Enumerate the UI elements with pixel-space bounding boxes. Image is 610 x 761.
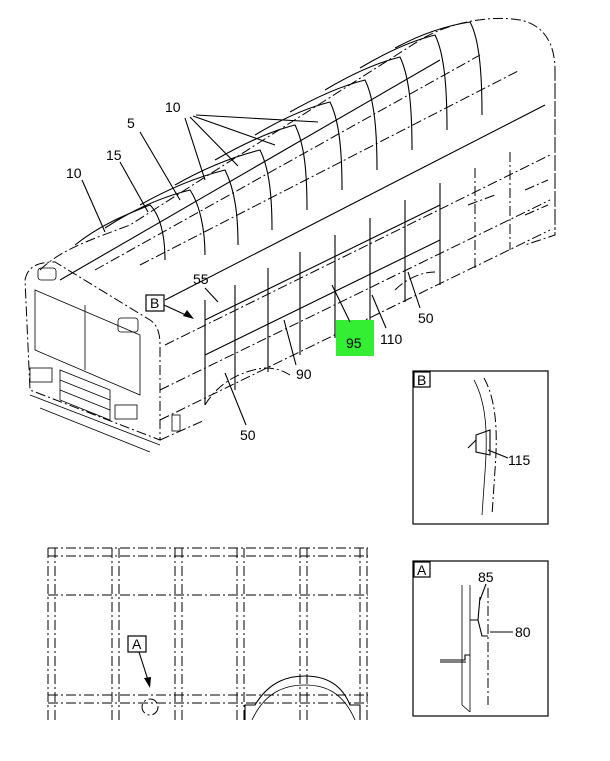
- rear-wheel-well: [394, 271, 436, 291]
- rear-end: [524, 70, 556, 246]
- leader-b: [163, 304, 189, 317]
- view-marker-b-box: [145, 294, 165, 312]
- leader-15: [119, 161, 149, 213]
- detail-a-label: A: [417, 562, 427, 578]
- bus-body-view: 10 15 5 10 55 B 90 50 95 110 5: [24, 17, 556, 453]
- grille-slats: [59, 379, 111, 411]
- rear-panels: [467, 179, 549, 216]
- callout-50-left: 50: [240, 427, 256, 443]
- headlight: [29, 367, 53, 383]
- leader-110: [371, 294, 387, 329]
- roof-bow: [139, 169, 239, 246]
- callout-110: 110: [380, 331, 403, 347]
- side-rail: [159, 199, 551, 391]
- callout-5: 5: [127, 115, 135, 131]
- callout-10-top: 10: [165, 99, 181, 115]
- detail-a-flange: [440, 654, 470, 661]
- callout-50-right: 50: [418, 310, 434, 326]
- roof-bow: [289, 79, 378, 171]
- plan-wheel-arch-inner: [251, 684, 356, 721]
- leader-a: [138, 651, 149, 681]
- callout-80: 80: [515, 624, 531, 640]
- leader-90: [283, 319, 297, 366]
- step-light: [171, 414, 181, 432]
- bumper: [29, 394, 161, 453]
- detail-b-inner-skin: [473, 379, 487, 516]
- leader-95: [331, 284, 351, 323]
- callout-10-left: 10: [66, 165, 82, 181]
- roof-bow: [174, 149, 273, 231]
- roof-rail: [59, 59, 441, 281]
- belt-rail: [204, 239, 441, 356]
- detail-b-label: B: [417, 372, 426, 388]
- detail-b-clip-edge: [467, 439, 477, 449]
- detail-a-post-left: [461, 585, 471, 713]
- windshield: [34, 289, 141, 396]
- grille: [59, 369, 111, 421]
- side-top-rail: [164, 104, 546, 301]
- roof-rail: [139, 69, 521, 266]
- callout-95: 95: [346, 335, 362, 351]
- roof-bow: [394, 21, 483, 116]
- leader-85: [479, 583, 487, 601]
- leader-50-left: [224, 372, 247, 426]
- detail-b: B 115: [412, 370, 549, 525]
- leader-5: [139, 131, 181, 201]
- detail-b-frame: [412, 370, 549, 525]
- leader-10-left: [81, 179, 106, 233]
- detail-b-tag: [413, 371, 431, 388]
- front-wheel-well: [204, 367, 291, 406]
- headlight: [114, 404, 138, 420]
- roof-bow: [74, 204, 166, 261]
- leader-50-right: [407, 271, 421, 309]
- plan-wheel-arch: [244, 675, 361, 720]
- leader-10-top: [195, 114, 319, 123]
- roof-bow: [104, 189, 206, 256]
- roof-rail: [94, 54, 481, 271]
- highlight-95: [336, 320, 374, 356]
- roof-bow: [359, 34, 448, 131]
- leader-10-top: [189, 116, 239, 167]
- view-marker-b: B: [150, 295, 159, 311]
- detail-a-retainer: [470, 596, 488, 637]
- arrowhead-a: [144, 677, 151, 688]
- leader-10-top: [192, 115, 276, 146]
- front-lower-line: [159, 419, 206, 441]
- callout-85: 85: [478, 569, 494, 585]
- view-marker-a-box: [127, 635, 147, 653]
- leader-55: [204, 287, 219, 303]
- window-rail: [204, 204, 441, 321]
- leader-115: [487, 449, 509, 459]
- marker-lamp: [117, 317, 139, 333]
- plan-hole: [141, 698, 159, 716]
- detail-b-outer-skin: [483, 377, 497, 516]
- detail-a: A 85 80: [412, 560, 549, 717]
- detail-b-clip: [475, 429, 491, 456]
- floor-plan-view: A: [47, 547, 368, 721]
- roof-bow: [324, 56, 413, 151]
- arrowhead-b: [183, 310, 194, 319]
- roof-bow: [254, 101, 343, 191]
- leader-10-top: [184, 117, 206, 181]
- detail-a-frame: [412, 560, 549, 717]
- detail-a-tag: [413, 561, 431, 578]
- view-marker-a: A: [132, 636, 142, 652]
- callout-115: 115: [508, 452, 531, 468]
- callout-15: 15: [106, 147, 122, 163]
- callout-90: 90: [296, 366, 312, 382]
- callout-55: 55: [193, 271, 209, 287]
- front-cab: [24, 261, 161, 441]
- marker-lamp: [37, 267, 57, 281]
- side-rail: [164, 154, 551, 346]
- roof-bow: [214, 124, 308, 211]
